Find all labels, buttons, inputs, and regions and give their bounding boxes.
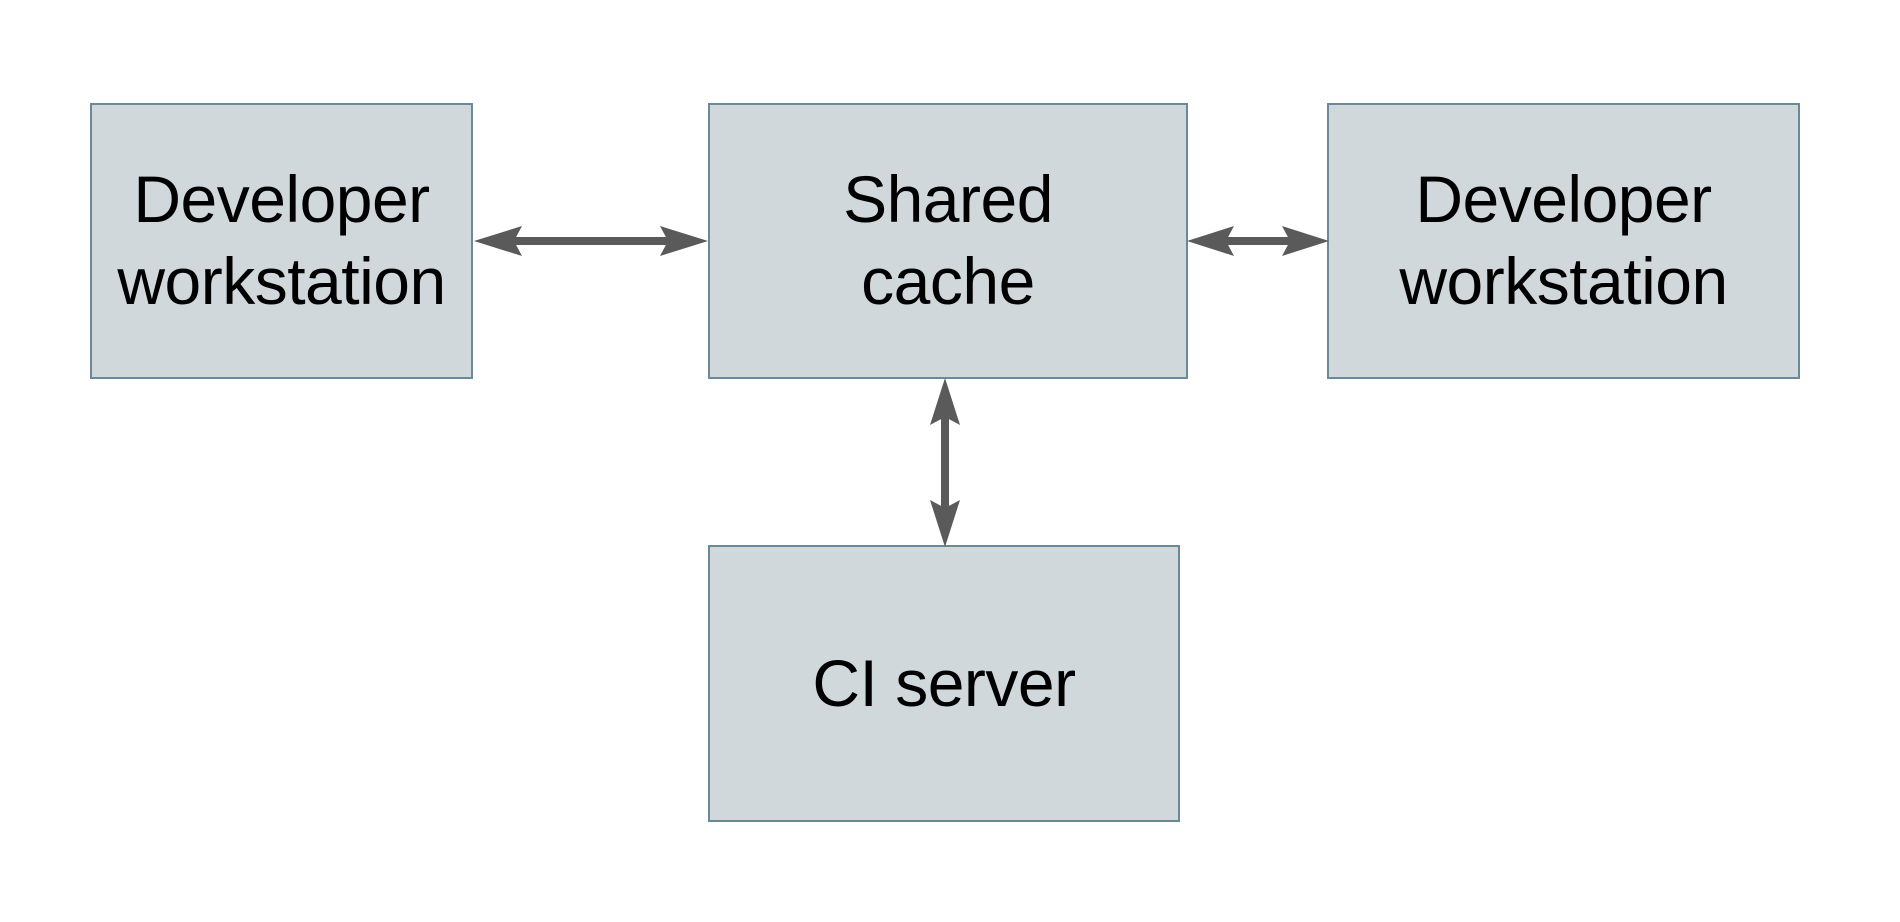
node-developer-workstation-right[interactable]: Developer workstation [1327, 103, 1800, 379]
double-arrow-icon [474, 226, 708, 256]
node-shared-cache[interactable]: Shared cache [708, 103, 1188, 379]
double-arrow-icon [1187, 226, 1329, 256]
node-ci-server[interactable]: CI server [708, 545, 1180, 822]
node-label: Developer workstation [1399, 162, 1728, 318]
double-arrow-icon [930, 378, 960, 547]
node-label: CI server [812, 645, 1076, 720]
edge-shared-cache-to-developer-right[interactable] [1184, 212, 1332, 270]
edge-developer-left-to-shared-cache[interactable] [470, 212, 712, 270]
node-label: Shared cache [843, 162, 1053, 318]
node-label: Developer workstation [117, 162, 446, 318]
node-developer-workstation-left[interactable]: Developer workstation [90, 103, 473, 379]
edge-shared-cache-to-ci-server[interactable] [916, 375, 974, 550]
